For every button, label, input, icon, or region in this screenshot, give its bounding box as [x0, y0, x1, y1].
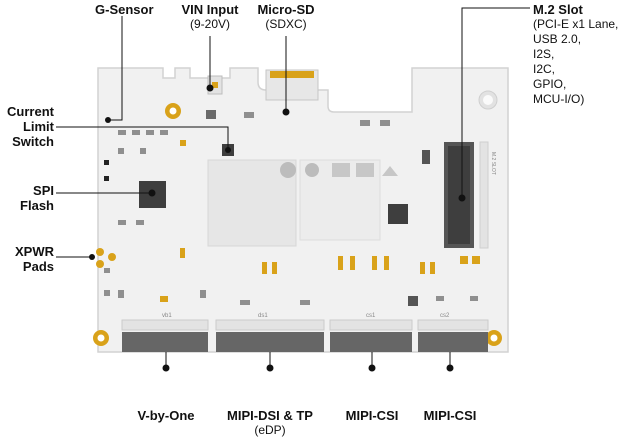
label-xpwr-line: Pads — [22, 259, 54, 274]
m2-silkscreen: M.2 SLOT — [490, 152, 496, 175]
label-m2-line: (PCI-E x1 Lane, — [533, 17, 619, 31]
regulator-chip — [206, 110, 216, 119]
label-m2-line: I2S, — [533, 47, 555, 61]
label-current-limit-line: Current — [7, 104, 54, 119]
mounting-hole-bottom-right — [486, 330, 502, 346]
mounting-hole-bottom-left — [93, 330, 109, 346]
leader-dots — [89, 84, 466, 372]
label-xpwr: XPWR Pads — [0, 244, 54, 274]
silk-cs1: cs1 — [366, 313, 376, 319]
label-spi-line: SPI — [33, 183, 54, 198]
label-mipi-csi-2: MIPI-CSI — [423, 408, 477, 423]
silk-vb1: vb1 — [162, 313, 172, 319]
label-mipi-csi-1: MIPI-CSI — [345, 408, 399, 423]
label-current-limit-line: Switch — [12, 134, 54, 149]
connector-mipi-dsi — [215, 319, 325, 352]
label-current-limit: Current Limit Switch — [0, 104, 54, 149]
label-xpwr-line: XPWR — [15, 244, 54, 259]
mounting-hole-top-left — [165, 103, 181, 119]
certification-marks — [280, 162, 398, 178]
leader-g-sensor — [108, 16, 123, 121]
leader-m2 — [461, 7, 530, 198]
connector-mipi-csi-1 — [329, 319, 413, 352]
label-m2-line: MCU-I/O) — [533, 92, 585, 106]
label-m2: M.2 Slot (PCI-E x1 Lane, USB 2.0, I2S, I… — [533, 2, 618, 107]
label-vbyone: V-by-One — [137, 408, 195, 423]
label-m2-line: I2C, — [533, 62, 556, 76]
label-vin: VIN Input (9-20V) — [170, 2, 250, 32]
label-spi-line: Flash — [20, 198, 54, 213]
label-m2-line: GPIO, — [533, 77, 567, 91]
passive-components — [160, 140, 480, 302]
label-mipi-dsi: MIPI-DSI & TP (eDP) — [220, 408, 320, 438]
mounting-hole-top-right — [478, 90, 498, 110]
controller-chip — [388, 204, 408, 224]
silk-cs2: cs2 — [440, 313, 450, 319]
label-mipi-dsi-sub: (eDP) — [254, 423, 286, 437]
connector-vbyone — [121, 319, 209, 352]
label-current-limit-line: Limit — [22, 119, 54, 134]
label-mipi-dsi-title: MIPI-DSI & TP — [227, 408, 313, 423]
label-m2-title: M.2 Slot — [533, 2, 583, 17]
label-m2-line: USB 2.0, — [533, 32, 582, 46]
small-components — [104, 112, 478, 306]
xpwr-pads — [96, 248, 116, 268]
label-vin-title: VIN Input — [181, 2, 239, 17]
label-spi-flash: SPI Flash — [0, 183, 54, 213]
leader-lines — [56, 7, 530, 368]
label-sd-sub: (SDXC) — [265, 17, 307, 31]
leader-current-limit — [56, 126, 229, 150]
silk-ds1: ds1 — [258, 313, 268, 319]
m2-slot — [444, 141, 489, 249]
label-sd-title: Micro-SD — [257, 2, 315, 17]
label-sd: Micro-SD (SDXC) — [246, 2, 326, 32]
label-vin-sub: (9-20V) — [189, 17, 230, 31]
microsd-slot — [265, 69, 319, 101]
connector-mipi-csi-2 — [417, 319, 489, 352]
label-g-sensor: G-Sensor — [95, 2, 154, 17]
